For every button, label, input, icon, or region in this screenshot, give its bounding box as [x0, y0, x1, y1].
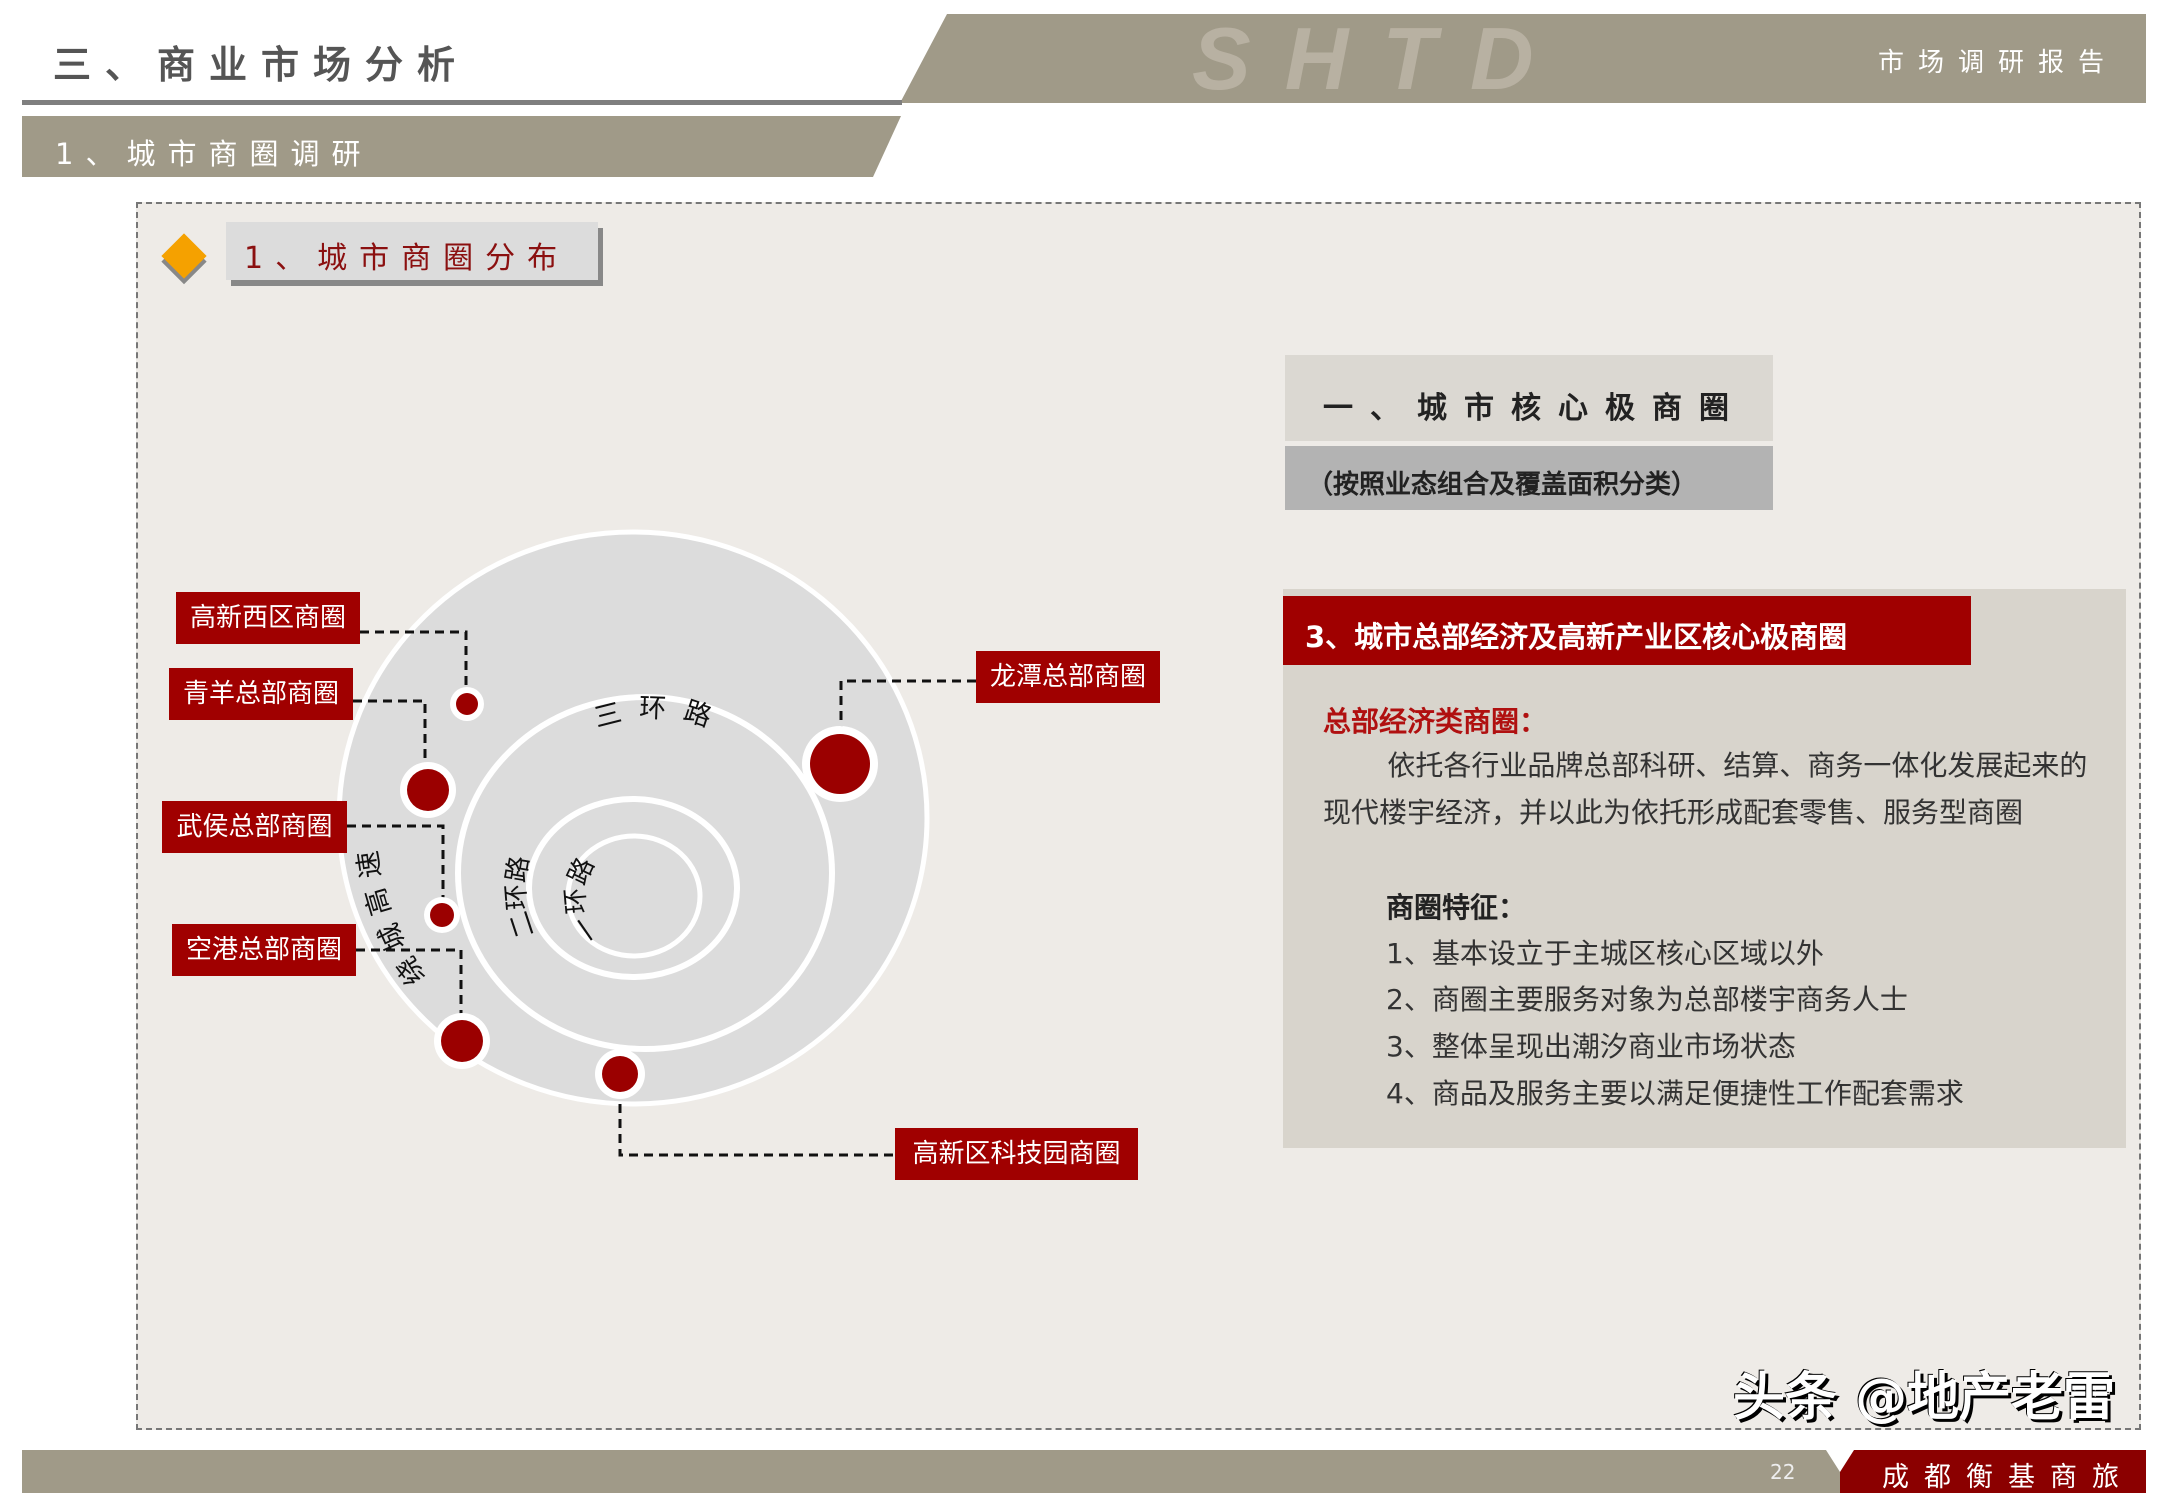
feature-item: 2、商圈主要服务对象为总部楼宇商务人士	[1386, 983, 1908, 1016]
section-title: 1、城市商圈分布	[244, 241, 570, 276]
label-konggang: 空港总部商圈	[172, 924, 356, 976]
hub-dot	[441, 1020, 483, 1062]
type-title: 总部经济类商圈：	[1323, 705, 1548, 738]
label-gaoxin-tech-park: 高新区科技园商圈	[895, 1128, 1138, 1180]
footer-company: 成都衡基商旅	[1882, 1462, 2134, 1493]
info-panel	[1283, 589, 2126, 1148]
category-title: 一、城市核心极商圈	[1323, 391, 1746, 426]
subheader-band	[22, 116, 901, 177]
description-paragraph: 依托各行业品牌总部科研、结算、商务一体化发展起来的现代楼宇经济，并以此为依托形成…	[1323, 749, 2088, 829]
label-qingyang: 青羊总部商圈	[169, 668, 353, 720]
category-subtitle: （按照业态组合及覆盖面积分类）	[1307, 470, 1698, 500]
footer-band	[22, 1450, 1840, 1493]
label-longtan: 龙潭总部商圈	[976, 651, 1160, 703]
watermark: 头条 @地产老雷	[1733, 1368, 2116, 1428]
page-number: 22	[1770, 1460, 1796, 1484]
report-label: 市场调研报告	[1878, 48, 2119, 78]
category-subtitle-box: （按照业态组合及覆盖面积分类）	[1285, 446, 1773, 510]
ring-first	[565, 833, 703, 959]
feature-item: 4、商品及服务主要以满足便捷性工作配套需求	[1386, 1077, 1964, 1110]
header-underline	[22, 100, 902, 105]
hub-dot	[602, 1056, 638, 1092]
header-band	[900, 14, 2146, 103]
label-gaoxin-west: 高新西区商圈	[176, 592, 360, 644]
feature-item: 3、整体呈现出潮汐商业市场状态	[1386, 1030, 1796, 1063]
hub-dot	[456, 693, 478, 715]
section-tab: 1、城市商圈分布	[226, 222, 598, 280]
hub-dot	[407, 769, 449, 811]
logo: SHTD	[1192, 9, 1568, 108]
panel-title: 3、城市总部经济及高新产业区核心极商圈	[1305, 620, 1848, 654]
category-title-box: 一、城市核心极商圈	[1285, 355, 1773, 441]
footer-notch	[1826, 1450, 1854, 1472]
hub-dot	[810, 734, 870, 794]
features-title: 商圈特征：	[1386, 891, 1527, 924]
page-title: 三、商业市场分析	[53, 43, 470, 87]
footer-brand-band	[1840, 1450, 2146, 1493]
subheader-title: 1、城市商圈调研	[55, 137, 373, 171]
hub-dots	[400, 687, 878, 1099]
feature-item: 1、基本设立于主城区核心区域以外	[1386, 937, 1824, 970]
label-wuhou: 武侯总部商圈	[162, 801, 347, 853]
hub-dot	[430, 903, 454, 927]
panel-header: 3、城市总部经济及高新产业区核心极商圈	[1283, 596, 1971, 665]
